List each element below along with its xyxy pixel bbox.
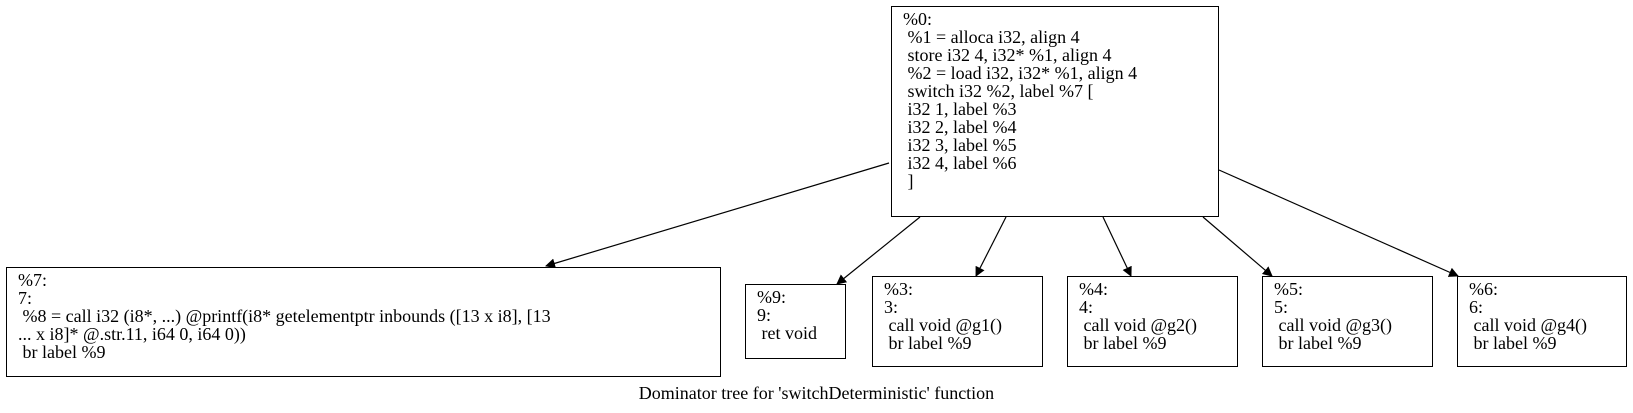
node-line: i32 2, label %4 xyxy=(903,117,1017,137)
node-line: br label %9 xyxy=(1079,333,1167,353)
node-line: ... x i8]* @.str.11, i64 0, i64 0)) xyxy=(18,324,246,344)
node-line: call void @g1() xyxy=(884,315,1003,335)
node-line: %9: xyxy=(757,287,786,307)
node-line: %3: xyxy=(884,279,913,299)
node-line: i32 1, label %3 xyxy=(903,99,1017,119)
node-line: switch i32 %2, label %7 [ xyxy=(903,81,1094,101)
edge-bb0-to-bb9 xyxy=(836,216,921,285)
node-line: 7: xyxy=(18,288,33,308)
node-line: %5: xyxy=(1274,279,1303,299)
node-line: br label %9 xyxy=(884,333,972,353)
edge-bb0-to-bb5 xyxy=(1202,216,1273,277)
edge-bb0-to-bb6 xyxy=(1218,169,1459,277)
node-line: i32 3, label %5 xyxy=(903,135,1017,155)
node-bb4: %4:4: call void @g2() br label %9 xyxy=(1067,276,1238,367)
node-line: 5: xyxy=(1274,297,1289,317)
node-bb6: %6:6: call void @g4() br label %9 xyxy=(1457,276,1627,367)
node-line: %4: xyxy=(1079,279,1108,299)
node-line: 6: xyxy=(1469,297,1484,317)
node-bb3: %3:3: call void @g1() br label %9 xyxy=(872,276,1043,367)
node-line: call void @g4() xyxy=(1469,315,1588,335)
edge-bb0-to-bb3 xyxy=(975,216,1007,277)
node-line: %6: xyxy=(1469,279,1498,299)
node-line: %0: xyxy=(903,9,932,29)
node-line: 4: xyxy=(1079,297,1094,317)
node-line: i32 4, label %6 xyxy=(903,153,1017,173)
node-line: br label %9 xyxy=(18,342,106,362)
node-line: %1 = alloca i32, align 4 xyxy=(903,27,1080,47)
node-line: ret void xyxy=(757,323,818,343)
graph-caption: Dominator tree for 'switchDeterministic'… xyxy=(638,383,995,403)
node-line: call void @g3() xyxy=(1274,315,1393,335)
node-line: br label %9 xyxy=(1274,333,1362,353)
node-line: %7: xyxy=(18,270,47,290)
node-line: 9: xyxy=(757,305,772,325)
node-line: ] xyxy=(903,171,914,191)
node-line: store i32 4, i32* %1, align 4 xyxy=(903,45,1112,65)
node-bb0: %0: %1 = alloca i32, align 4 store i32 4… xyxy=(891,6,1219,217)
edge-bb0-to-bb4 xyxy=(1102,216,1132,277)
node-line: %2 = load i32, i32* %1, align 4 xyxy=(903,63,1138,83)
node-line: %8 = call i32 (i8*, ...) @printf(i8* get… xyxy=(18,306,551,326)
edge-bb0-to-bb7 xyxy=(545,162,890,269)
node-line: br label %9 xyxy=(1469,333,1557,353)
node-line: 3: xyxy=(884,297,899,317)
node-bb5: %5:5: call void @g3() br label %9 xyxy=(1262,276,1433,367)
node-bb9: %9:9: ret void xyxy=(745,284,846,359)
node-line: call void @g2() xyxy=(1079,315,1198,335)
node-bb7: %7:7: %8 = call i32 (i8*, ...) @printf(i… xyxy=(6,267,721,377)
